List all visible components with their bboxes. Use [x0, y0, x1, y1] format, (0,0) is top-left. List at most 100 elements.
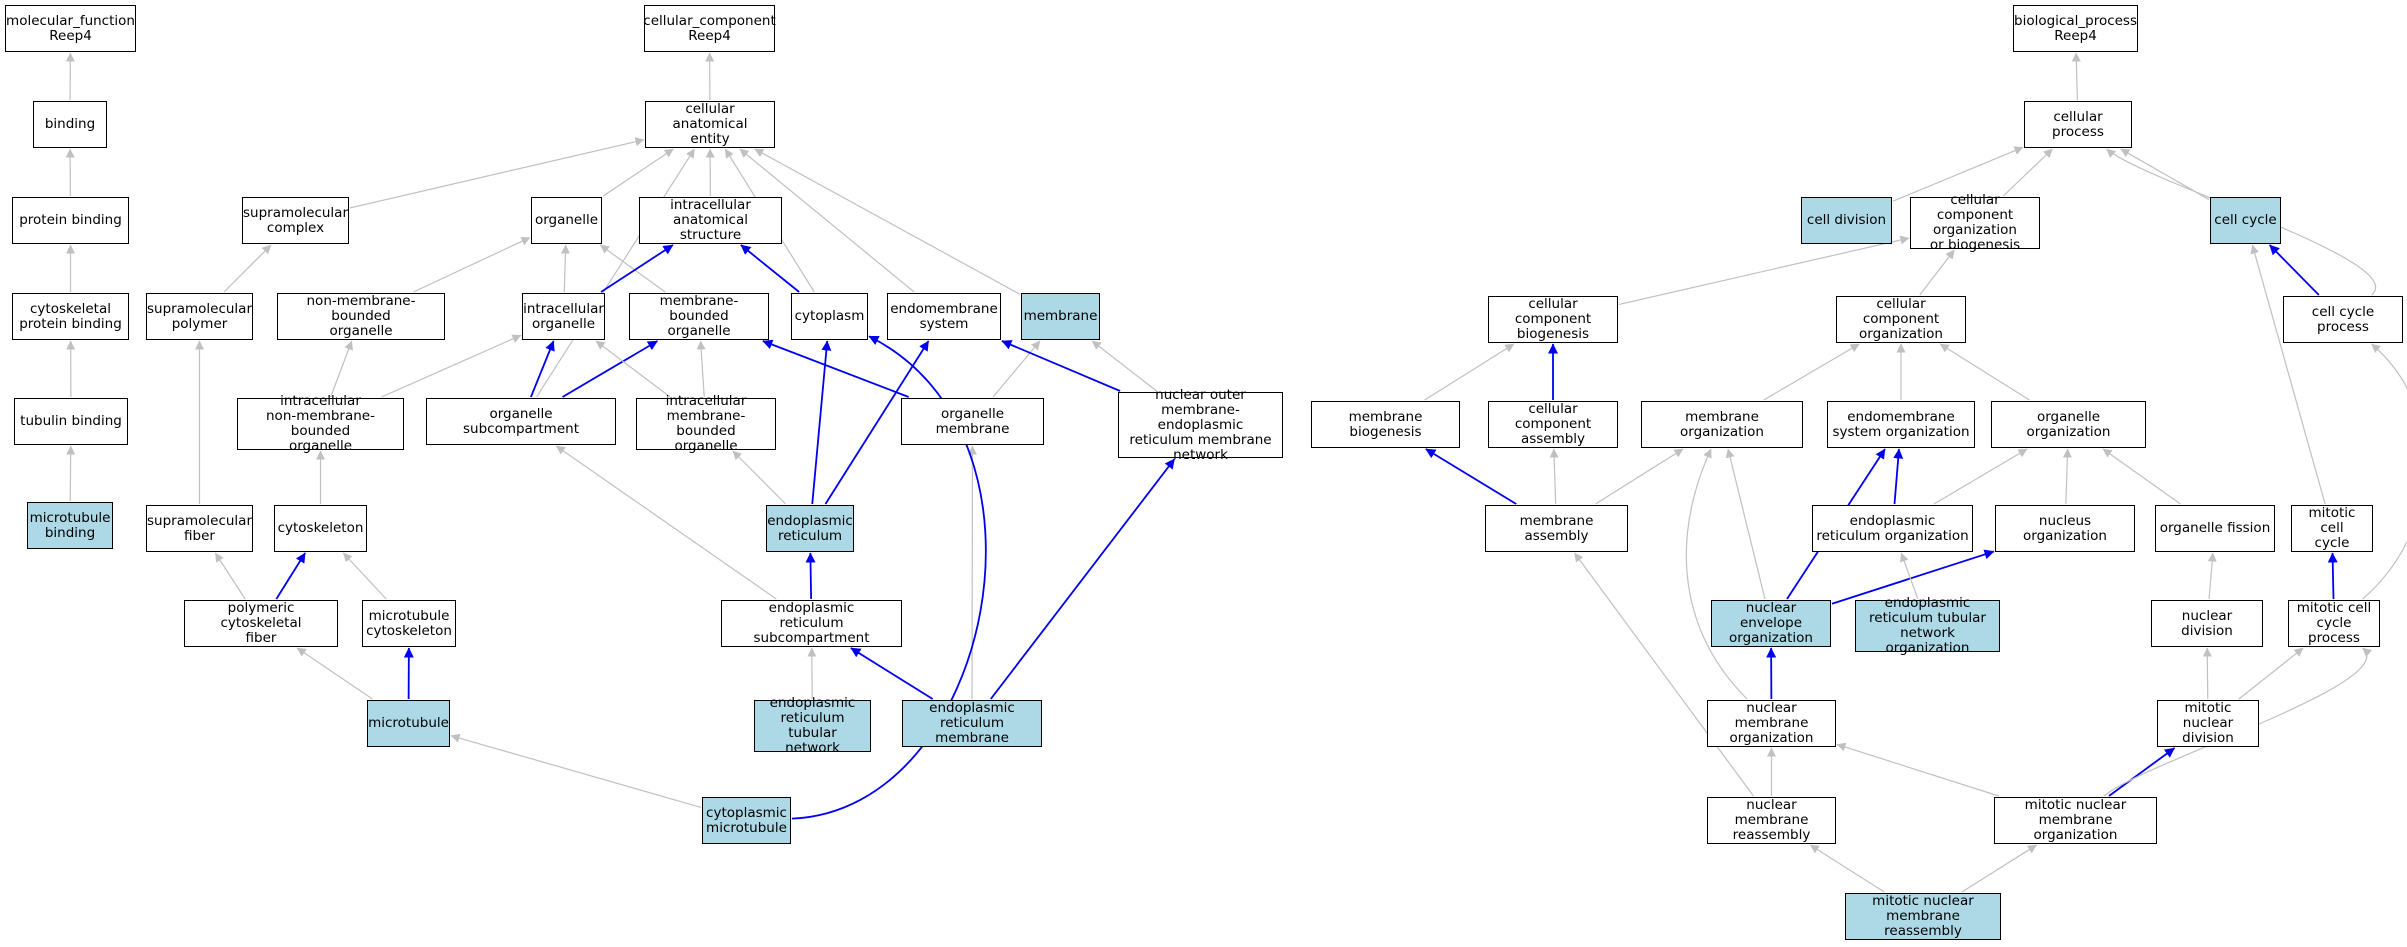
edge-cell_division-to-cellular_process: [1892, 146, 2024, 202]
edge-cytoplasm-to-intracellular_anatomical_structure: [740, 244, 800, 293]
node-supramolecular-complex[interactable]: supramolecular complex: [242, 197, 349, 244]
node-er-membrane[interactable]: endoplasmic reticulum membrane: [902, 700, 1042, 747]
node-microtubule[interactable]: microtubule: [367, 700, 450, 747]
node-er-subcompartment[interactable]: endoplasmic reticulum subcompartment: [721, 600, 902, 647]
node-intracellular-membrane-bounded-organelle[interactable]: intracellular membrane-bounded organelle: [636, 394, 776, 454]
edge-cytoplasmic_microtubule-to-microtubule: [450, 733, 702, 809]
node-cytoplasmic-microtubule[interactable]: cytoplasmic microtubule: [702, 797, 791, 844]
edge-endomembrane_system-to-cellular_anatomical_entity: [739, 148, 915, 293]
node-nuclear-envelope-organization[interactable]: nuclear envelope organization: [1711, 600, 1831, 647]
node-nucleus-organization[interactable]: nucleus organization: [1995, 505, 2135, 552]
node-cellular-component-biogenesis[interactable]: cellular component biogenesis: [1488, 296, 1618, 343]
node-cellular-component-organization[interactable]: cellular component organization: [1836, 296, 1966, 343]
edge-nuclear_envelope_org-to-membrane_organization: [1725, 448, 1766, 600]
node-membrane-organization[interactable]: membrane organization: [1641, 401, 1803, 448]
node-cell-cycle-process[interactable]: cell cycle process: [2283, 296, 2403, 343]
node-cell-division[interactable]: cell division: [1801, 197, 1892, 244]
node-er-organization[interactable]: endoplasmic reticulum organization: [1812, 505, 1973, 552]
node-cellular-process[interactable]: cellular process: [2024, 101, 2132, 148]
edge-mitotic_cell_cycle-to-cell_cycle: [2250, 244, 2326, 505]
edge-nuclear_envelope_org-to-nucleus_organization: [1831, 549, 1995, 605]
edge-membrane_assembly-to-cc_assembly: [1549, 448, 1559, 505]
edge-endoplasmic_reticulum-to-intracellular_mb_organelle: [732, 450, 787, 505]
edge-endoplasmic_reticulum-to-cytoplasm: [811, 340, 832, 505]
edge-er_tubular_network_org-to-er_organization: [1899, 552, 1919, 600]
edge-nuclear_membrane_org-to-membrane_organization: [1685, 448, 1748, 700]
node-nuclear-membrane-organization[interactable]: nuclear membrane organization: [1707, 700, 1836, 747]
edge-non_membrane_bounded_organelle-to-organelle: [413, 237, 531, 293]
node-mitotic-cell-cycle[interactable]: mitotic cell cycle: [2291, 505, 2373, 552]
edge-organelle_subcompartment-to-membrane_bounded_organelle: [562, 340, 658, 398]
edge-mitotic_cell_cycle_process-to-cell_cycle_process: [2362, 343, 2407, 600]
node-mitotic-nuclear-membrane-reassembly[interactable]: mitotic nuclear membrane reassembly: [1845, 893, 2001, 940]
node-intracellular-anatomical-structure[interactable]: intracellular anatomical structure: [639, 197, 782, 244]
node-nuclear-membrane-reassembly[interactable]: nuclear membrane reassembly: [1707, 797, 1836, 844]
edge-mitotic_nuclear_membrane_org-to-mitotic_cell_cycle_process: [2103, 647, 2372, 797]
node-endomembrane-system-organization[interactable]: endomembrane system organization: [1827, 401, 1975, 448]
node-membrane-bounded-organelle[interactable]: membrane-bounded organelle: [629, 293, 769, 340]
node-nuclear-division[interactable]: nuclear division: [2151, 600, 2263, 647]
node-organelle-membrane[interactable]: organelle membrane: [901, 398, 1044, 445]
node-supramolecular-polymer[interactable]: supramolecular polymer: [146, 293, 253, 340]
node-cytoskeletal-protein-binding[interactable]: cytoskeletal protein binding: [12, 293, 129, 340]
node-endoplasmic-reticulum[interactable]: endoplasmic reticulum: [766, 505, 854, 552]
node-microtubule-binding[interactable]: microtubule binding: [27, 502, 113, 549]
edge-er_organization-to-organelle_organization: [1933, 448, 2028, 505]
edge-membrane_bounded_organelle-to-organelle: [599, 244, 666, 293]
edge-polymeric_cytoskeletal_fiber-to-cytoskeleton: [275, 552, 306, 600]
node-organelle-fission[interactable]: organelle fission: [2155, 505, 2275, 552]
node-membrane[interactable]: membrane: [1021, 293, 1100, 340]
node-cell-cycle[interactable]: cell cycle: [2210, 197, 2281, 244]
edge-er_subcompartment-to-organelle_subcompartment: [555, 445, 777, 600]
edge-supramolecular_complex-to-cellular_anatomical_entity: [349, 137, 645, 209]
edge-nucleus_organization-to-organelle_organization: [2062, 448, 2072, 505]
node-polymeric-cytoskeletal-fiber[interactable]: polymeric cytoskeletal fiber: [184, 600, 338, 647]
node-mitotic-nuclear-membrane-organization[interactable]: mitotic nuclear membrane organization: [1994, 797, 2157, 844]
edge-intracellular_mb_organelle-to-intracellular_organelle: [595, 340, 671, 398]
edge-mitotic_nuclear_membrane_reassembly-to-mitotic_nuclear_membrane_org: [1961, 844, 2037, 893]
node-cellular-anatomical-entity[interactable]: cellular anatomical entity: [645, 101, 775, 148]
node-cytoplasm[interactable]: cytoplasm: [791, 293, 868, 340]
node-microtubule-cytoskeleton[interactable]: microtubule cytoskeleton: [362, 600, 456, 647]
edge-cell_cycle_process-to-cell_cycle: [2268, 244, 2320, 296]
node-cellular-component-organization-or-biogenesis[interactable]: cellular component organization or bioge…: [1910, 193, 2040, 253]
edge-organelle-to-cellular_anatomical_entity: [602, 148, 674, 197]
node-mitotic-nuclear-division[interactable]: mitotic nuclear division: [2157, 700, 2259, 747]
edge-nuclear_outer_membrane_er_network-to-membrane: [1091, 340, 1157, 392]
edge-cc_org_or_biogenesis-to-cellular_process: [2002, 148, 2053, 197]
node-er-tubular-network-organization[interactable]: endoplasmic reticulum tubular network or…: [1855, 596, 2000, 656]
node-intracellular-non-membrane-bounded-organelle[interactable]: intracellular non-membrane-bounded organ…: [237, 394, 404, 454]
node-organelle-subcompartment[interactable]: organelle subcompartment: [426, 398, 616, 445]
node-endomembrane-system[interactable]: endomembrane system: [887, 293, 1001, 340]
node-tubulin-binding[interactable]: tubulin binding: [14, 398, 128, 445]
node-membrane-biogenesis[interactable]: membrane biogenesis: [1311, 401, 1460, 448]
edge-organelle_subcompartment-to-cellular_anatomical_entity: [536, 148, 695, 398]
node-mitotic-cell-cycle-process[interactable]: mitotic cell cycle process: [2288, 600, 2380, 647]
edge-supramolecular_polymer-to-supramolecular_complex: [223, 244, 272, 293]
edge-cc_biogenesis-to-cc_org_or_biogenesis: [1618, 235, 1910, 305]
node-organelle-organization[interactable]: organelle organization: [1991, 401, 2146, 448]
edge-mitotic_nuclear_membrane_reassembly-to-nuclear_membrane_reassembly: [1809, 844, 1885, 893]
edge-nuclear_division-to-organelle_fission: [2207, 552, 2217, 600]
node-er-tubular-network[interactable]: endoplasmic reticulum tubular network: [754, 696, 871, 756]
node-cellular-component-assembly[interactable]: cellular component assembly: [1488, 401, 1618, 448]
edge-membrane_assembly-to-membrane_biogenesis: [1425, 448, 1517, 505]
edge-microtubule_binding-to-tubulin_binding: [66, 445, 76, 502]
node-molecular-function-root[interactable]: molecular_function Reep4: [5, 5, 136, 52]
node-non-membrane-bounded-organelle[interactable]: non-membrane-bounded organelle: [277, 293, 445, 340]
edge-cellular_process-to-bp_root: [2071, 52, 2081, 101]
node-supramolecular-fiber[interactable]: supramolecular fiber: [146, 505, 253, 552]
edge-mitotic_cell_cycle_process-to-mitotic_cell_cycle: [2327, 552, 2338, 600]
node-membrane-assembly[interactable]: membrane assembly: [1485, 505, 1628, 552]
node-intracellular-organelle[interactable]: intracellular organelle: [522, 293, 605, 340]
node-organelle[interactable]: organelle: [531, 197, 602, 244]
edge-intracellular_organelle-to-intracellular_anatomical_structure: [600, 244, 674, 293]
node-protein-binding[interactable]: protein binding: [12, 197, 129, 244]
node-nuclear-outer-membrane-er-membrane-network[interactable]: nuclear outer membrane-endoplasmic retic…: [1118, 387, 1283, 462]
node-biological-process-root[interactable]: biological_process Reep4: [2013, 5, 2138, 52]
edge-er_membrane-to-nuclear_outer_membrane_er_network: [990, 458, 1176, 700]
edge-intracellular_organelle-to-organelle: [560, 244, 570, 293]
node-cytoskeleton[interactable]: cytoskeleton: [274, 505, 367, 552]
node-cellular-component-root[interactable]: cellular_component Reep4: [643, 5, 776, 52]
node-binding[interactable]: binding: [33, 101, 107, 148]
